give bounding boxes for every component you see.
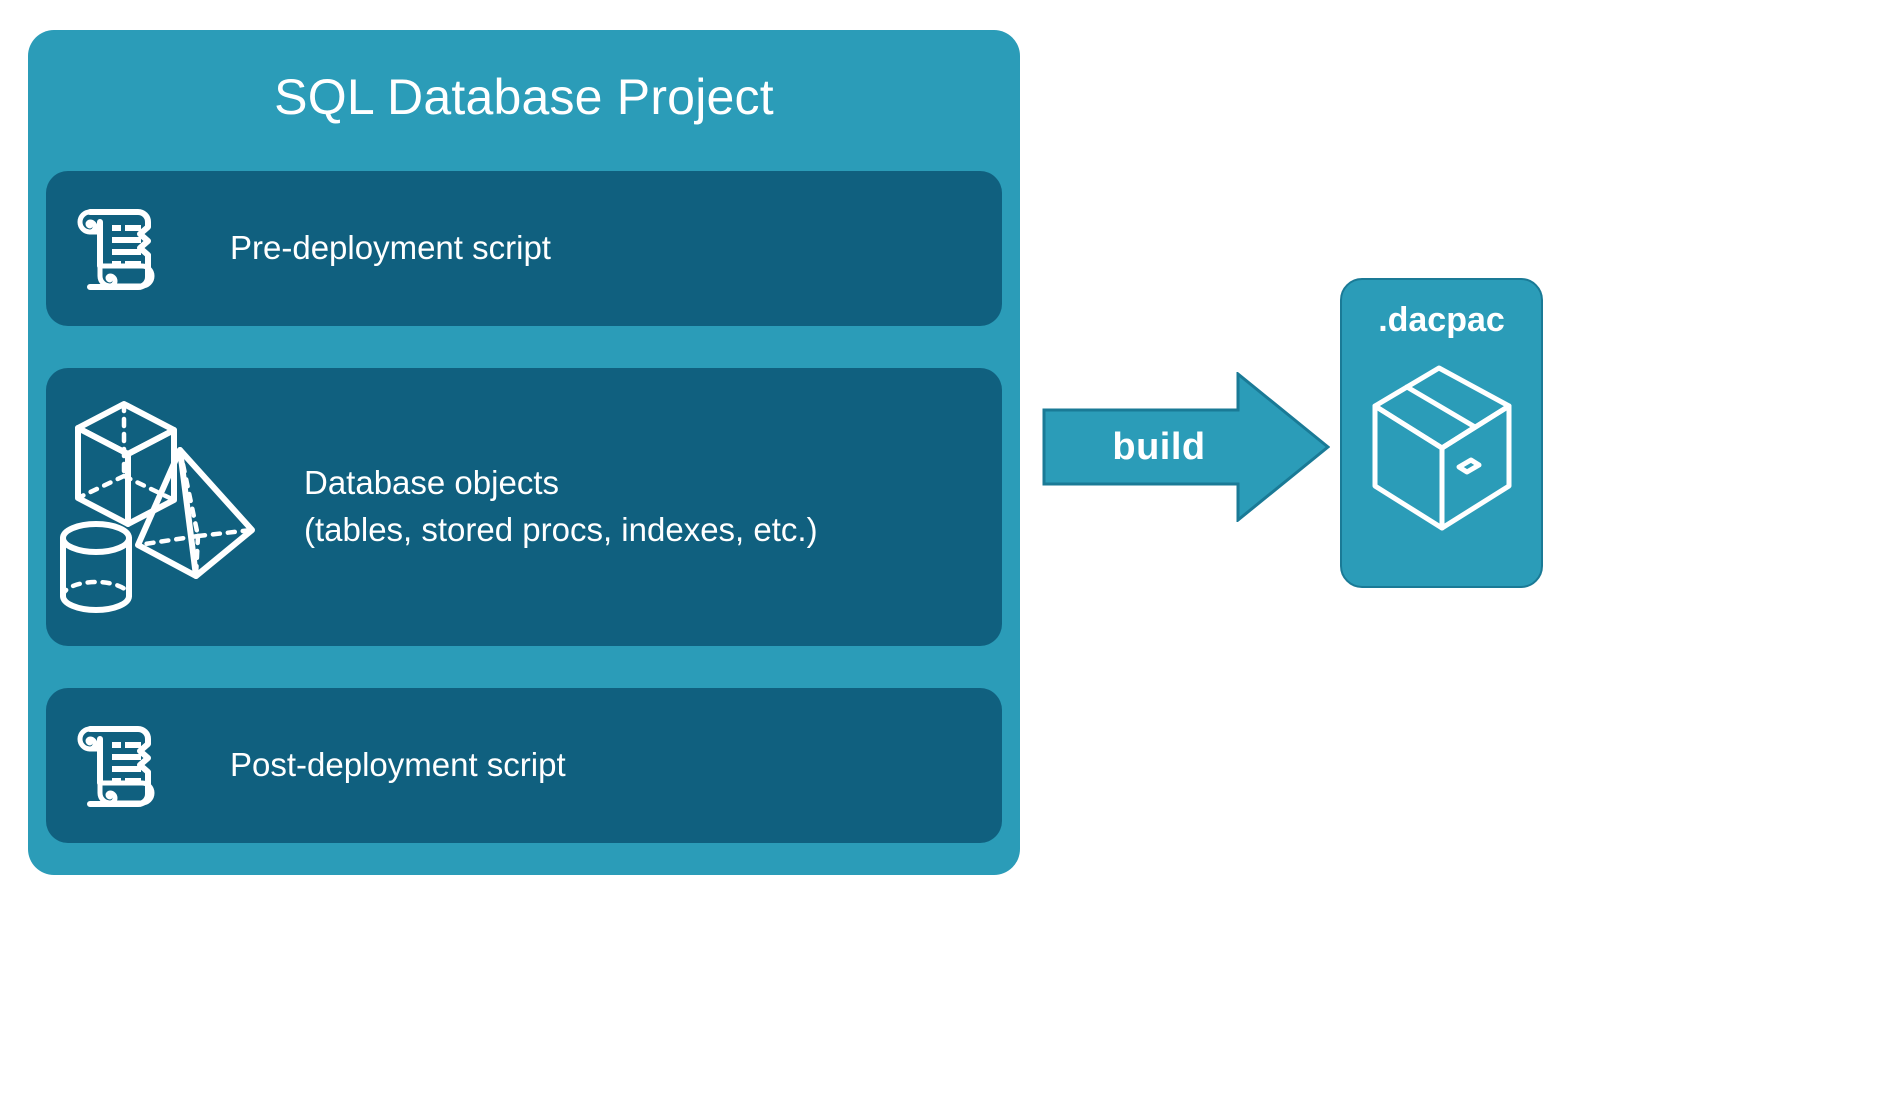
dacpac-title: .dacpac bbox=[1378, 301, 1505, 339]
row-database-objects: Database objects (tables, stored procs, … bbox=[46, 368, 1002, 646]
sql-database-project-card: SQL Database Project bbox=[28, 30, 1020, 875]
row-label-post-deployment: Post-deployment script bbox=[230, 746, 566, 784]
dacpac-output-card: .dacpac bbox=[1340, 278, 1543, 588]
package-box-icon bbox=[1367, 362, 1517, 539]
scroll-icon bbox=[64, 711, 168, 821]
row-label-pre-deployment: Pre-deployment script bbox=[230, 229, 551, 267]
3d-shapes-icon bbox=[56, 390, 266, 625]
row-post-deployment-script: Post-deployment script bbox=[46, 688, 1002, 843]
scroll-icon bbox=[64, 194, 168, 304]
page-title: SQL Database Project bbox=[274, 69, 774, 125]
row-pre-deployment-script: Pre-deployment script bbox=[46, 171, 1002, 326]
row-label-database-objects: Database objects (tables, stored procs, … bbox=[304, 464, 818, 548]
build-arrow bbox=[1042, 370, 1331, 524]
